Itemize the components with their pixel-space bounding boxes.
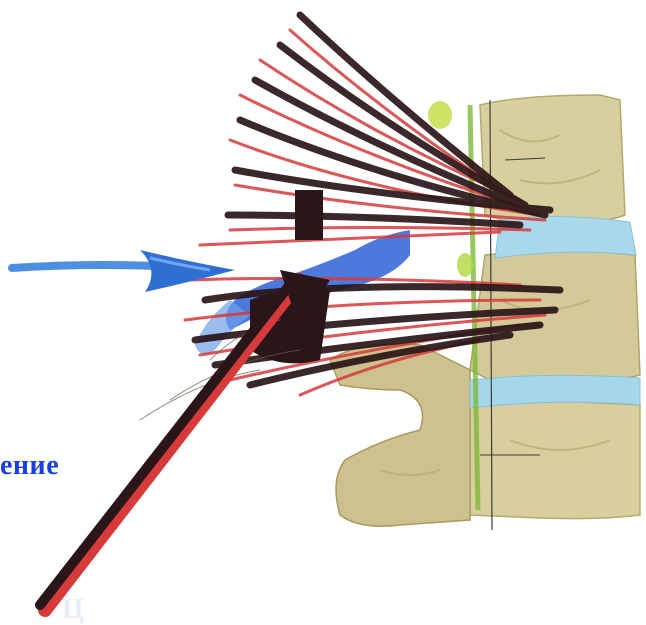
vertebra-lower <box>470 401 640 518</box>
blue-pointer-arrow <box>12 250 235 292</box>
posterior-bone <box>330 344 470 526</box>
vertebra-middle <box>470 250 640 385</box>
figure-caption: ение <box>0 452 59 480</box>
